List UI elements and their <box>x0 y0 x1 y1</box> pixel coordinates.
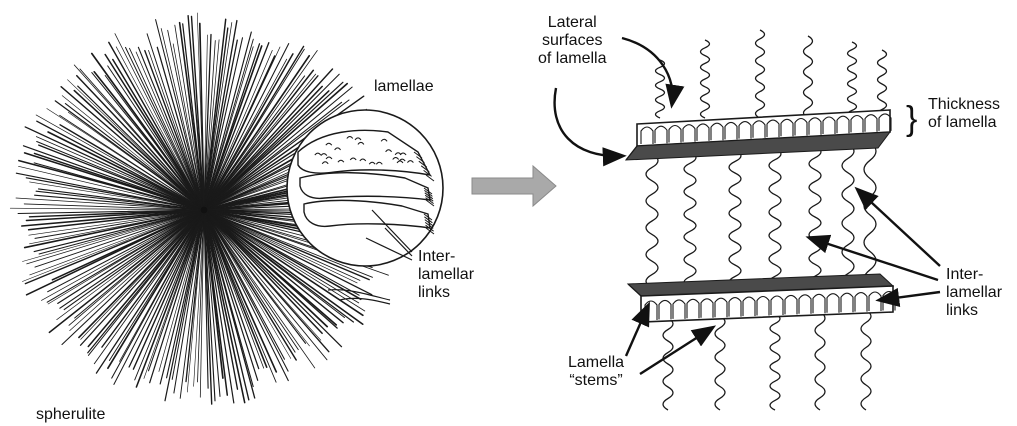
upper-lamella <box>626 110 891 160</box>
lamellae-label: lamellae <box>374 78 434 96</box>
lower-lamella <box>628 274 895 322</box>
lamella-structure <box>555 30 940 410</box>
stems-arrow-1 <box>626 306 648 356</box>
lateral-surface-arrow-top <box>622 38 673 104</box>
process-arrow <box>472 166 556 206</box>
thickness-label: Thickness of lamella <box>928 96 1000 132</box>
lateral-surface-arrow-bottom <box>555 88 622 156</box>
spherulite-label: spherulite <box>36 406 105 424</box>
thickness-brace: } <box>906 102 917 136</box>
lateral-surfaces-label: Lateral surfaces of lamella <box>538 14 606 68</box>
stems-arrow-2 <box>640 328 712 374</box>
right-interlamellar-label: Inter- lamellar links <box>946 266 1002 320</box>
interlamellar-arrow-2 <box>810 238 938 280</box>
left-interlamellar-label: Inter- lamellar links <box>418 248 474 302</box>
interlamellar-arrow-1 <box>858 190 940 266</box>
lamella-stems-label: Lamella “stems” <box>568 354 624 390</box>
